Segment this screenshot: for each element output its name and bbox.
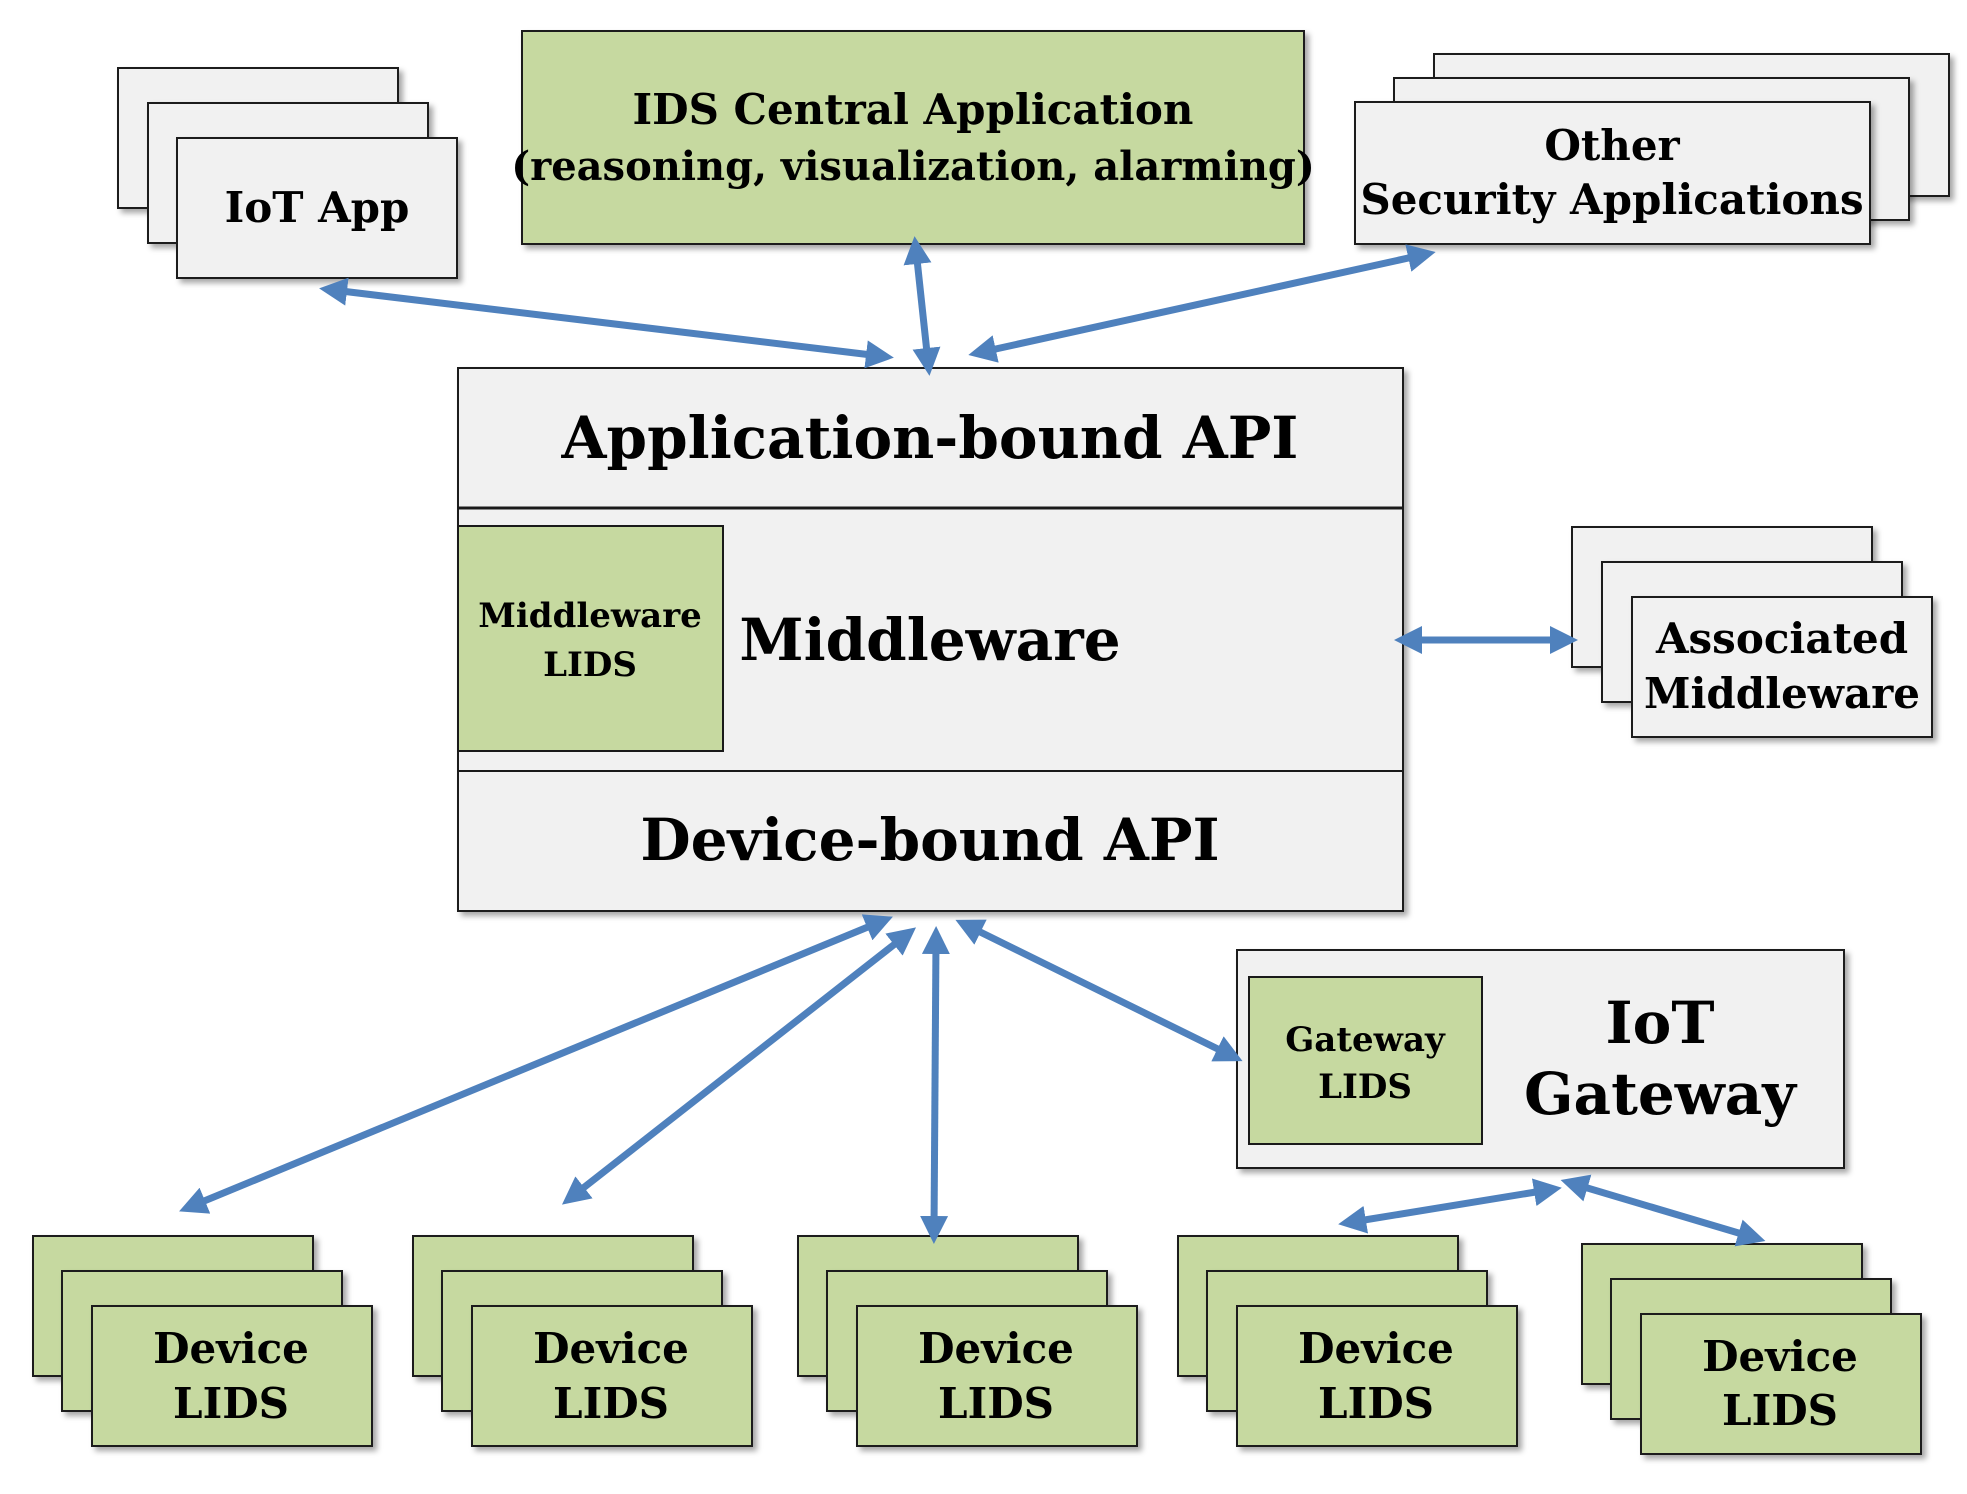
device-lids-1-line1: Device xyxy=(153,1324,309,1373)
associated-middleware-line1: Associated xyxy=(1655,614,1908,663)
iot-app-stack: IoT App xyxy=(117,67,458,279)
device-lids-3-line2: LIDS xyxy=(938,1379,1054,1428)
arrow-iot-app-to-api xyxy=(319,277,894,369)
device-lids-2-line2: LIDS xyxy=(553,1379,669,1428)
gateway-lids-line2: LIDS xyxy=(1318,1067,1412,1107)
device-lids-3-line1: Device xyxy=(918,1324,1074,1373)
arrow-other-apps-to-api xyxy=(968,244,1436,363)
iot-app-label: IoT App xyxy=(225,183,410,232)
device-lids-stack-2: Device LIDS xyxy=(412,1235,753,1447)
middleware-label: Middleware xyxy=(739,606,1120,674)
ids-central-application: IDS Central Application (reasoning, visu… xyxy=(511,30,1315,245)
iot-gateway-line2: Gateway xyxy=(1524,1060,1798,1128)
arrow-api-to-device-2 xyxy=(561,927,917,1205)
device-lids-1-line2: LIDS xyxy=(173,1379,289,1428)
device-lids-stack-1: Device LIDS xyxy=(32,1235,373,1447)
device-lids-4-line2: LIDS xyxy=(1318,1379,1434,1428)
device-lids-5-line2: LIDS xyxy=(1722,1386,1838,1435)
device-lids-stack-3: Device LIDS xyxy=(797,1235,1138,1447)
middleware-lids-line2: LIDS xyxy=(543,645,637,685)
device-lids-2-line1: Device xyxy=(533,1324,689,1373)
middleware-lids-line1: Middleware xyxy=(478,596,702,636)
ids-central-subtitle: (reasoning, visualization, alarming) xyxy=(511,143,1315,190)
arrow-ids-central-to-api xyxy=(903,236,941,376)
associated-middleware-stack: Associated Middleware xyxy=(1571,526,1933,738)
other-security-apps-line1: Other xyxy=(1544,121,1680,170)
gateway-lids-line1: Gateway xyxy=(1285,1020,1446,1060)
device-lids-stack-5: Device LIDS xyxy=(1581,1243,1922,1455)
associated-middleware-line2: Middleware xyxy=(1644,669,1920,718)
device-bound-api-label: Device-bound API xyxy=(640,806,1219,874)
iot-gateway-line1: IoT xyxy=(1606,989,1715,1057)
other-security-apps-line2: Security Applications xyxy=(1360,175,1863,224)
arrow-api-to-device-3 xyxy=(920,926,950,1244)
iot-gateway: Gateway LIDS IoT Gateway xyxy=(1236,949,1845,1169)
ids-central-title: IDS Central Application xyxy=(633,85,1194,134)
gateway-lids-box xyxy=(1248,976,1483,1145)
connection-arrows xyxy=(179,236,1766,1247)
device-lids-4-line1: Device xyxy=(1298,1324,1454,1373)
application-bound-api-label: Application-bound API xyxy=(561,404,1299,472)
arrow-gateway-to-device-4 xyxy=(1338,1178,1562,1234)
device-lids-5-line1: Device xyxy=(1702,1332,1858,1381)
arrow-gateway-to-device-5 xyxy=(1560,1174,1766,1247)
arrow-api-to-device-1 xyxy=(179,914,893,1214)
middleware-lids-box xyxy=(457,525,724,752)
arrow-api-to-gateway xyxy=(955,919,1243,1062)
other-security-apps-stack: Other Security Applications xyxy=(1354,53,1950,245)
device-lids-stack-4: Device LIDS xyxy=(1177,1235,1518,1447)
middleware-stack: Application-bound API Middleware LIDS Mi… xyxy=(457,367,1404,912)
